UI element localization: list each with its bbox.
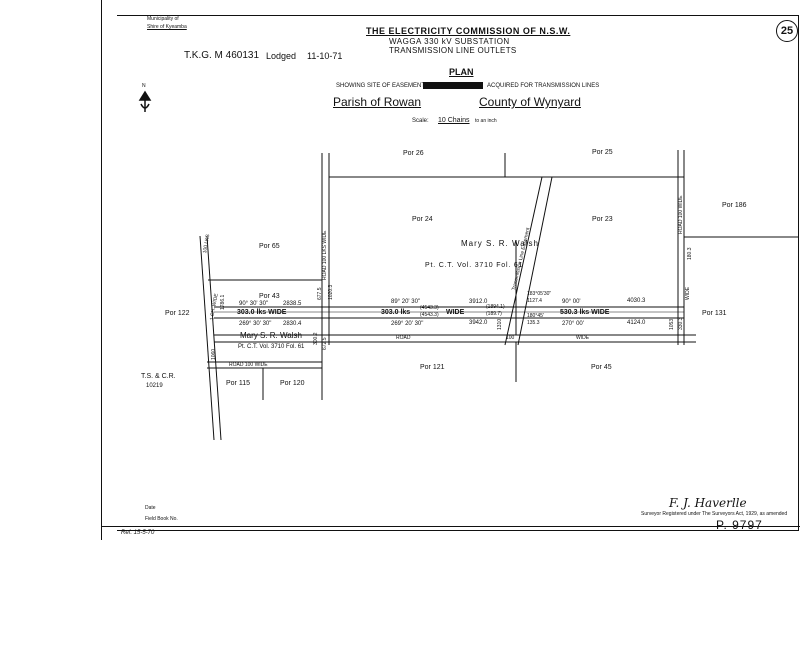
bearing-bot-mid: 269° 20' 30": [391, 321, 424, 327]
side-right-b: 1053: [669, 318, 675, 330]
side-mid-a: 1020.3: [328, 284, 334, 300]
road-bottom-left: ROAD 100 WIDE: [229, 362, 268, 368]
bearing-bot-left: 269° 30' 30": [239, 321, 272, 327]
owner-main: Mary S. R. Walsh: [461, 239, 539, 248]
portion-122: Por 122: [165, 310, 190, 317]
dist-bot-left: 2830.4: [283, 321, 302, 327]
road-100-mid: 100: [506, 335, 515, 341]
dist-top-mid: 3912.0: [469, 299, 488, 305]
showing-suffix: ACQUIRED FOR TRANSMISSION LINES: [487, 83, 600, 89]
side-e: 180.3: [687, 247, 693, 260]
portion-120: Por 120: [280, 380, 305, 387]
side-mid-b: 672.5: [322, 337, 328, 350]
road-vertical-label: ROAD 100 LKS WIDE: [322, 230, 328, 280]
margin-note: Ref. 15-5-70: [121, 530, 155, 536]
project-line-1: WAGGA 330 kV SUBSTATION: [389, 37, 510, 46]
showing-prefix: SHOWING SITE OF EASEMENT: [336, 83, 426, 89]
side-left-a: 1786.1: [220, 294, 226, 310]
side-d: 300.2: [313, 332, 319, 345]
mid-value-c: (1894.1): [486, 304, 505, 310]
lodged-reference: T.K.G. M 460131: [184, 50, 260, 61]
date-label: Date: [145, 505, 156, 511]
portion-24: Por 24: [412, 216, 433, 223]
road-right-vertical: ROAD 100 WIDE: [678, 195, 684, 234]
commission-title: THE ELECTRICITY COMMISSION OF N.S.W.: [366, 26, 571, 36]
owner-left: Mary S. R. Walsh: [240, 331, 302, 340]
mid-value-a: (4543.3): [420, 305, 439, 311]
bearing-bot-right: 270° 00': [562, 321, 584, 327]
mid-value-d: (189.7): [486, 311, 502, 317]
lodged-label: Lodged: [266, 51, 297, 61]
dist-bot-right: 4124.0: [627, 320, 646, 326]
plan-title: PLAN: [449, 67, 474, 77]
ct-main: Pt. C.T. Vol. 3710 Fol. 61: [425, 262, 524, 269]
side-c: 1310: [497, 318, 503, 330]
portion-186: Por 186: [722, 202, 747, 209]
bearing-top-left: 90° 30' 30": [239, 301, 269, 307]
redacted-text: [423, 82, 483, 89]
scale-label: Scale:: [412, 118, 429, 124]
sheet-number-badge: 25: [776, 20, 798, 42]
portion-23: Por 23: [592, 216, 613, 223]
dist-top-left: 2838.5: [283, 301, 302, 307]
easement-width-right: 530.3 lks WIDE: [560, 309, 610, 316]
surveyor-signature: F. J. Haverlle: [669, 496, 747, 510]
bottom-margin-line: [101, 526, 800, 527]
right-value-b: 1127.4: [527, 298, 542, 304]
road-w-right: WIDE: [685, 286, 691, 300]
portion-115: Por 115: [226, 380, 250, 387]
tsr-number: 10219: [146, 383, 163, 389]
municipality-label: Municipality of: [147, 16, 179, 22]
plan-frame: [117, 15, 799, 531]
bearing-top-right: 90° 00': [562, 299, 581, 305]
surveyor-text: Surveyor Registered under The Surveyors …: [641, 511, 788, 517]
portion-26: Por 26: [403, 150, 424, 157]
dist-top-right: 4030.3: [627, 298, 646, 304]
left-margin-line: [101, 0, 102, 540]
shire-label: Shire of Kyeamba: [147, 24, 187, 30]
road-main: ROAD: [396, 335, 411, 341]
right-value-d: 135.3: [527, 320, 540, 326]
portion-43: Por 43: [259, 293, 280, 300]
field-book-label: Field Book No.: [145, 516, 178, 522]
easement-width-left: 303.0 lks WIDE: [237, 309, 287, 316]
portion-121: Por 121: [420, 364, 445, 371]
side-left-b: 677.5: [317, 287, 323, 300]
right-value-c: 180°45': [527, 313, 544, 319]
road-wide: WIDE: [576, 335, 590, 341]
north-label: N: [142, 83, 146, 89]
right-value-a: 183°05'30": [527, 291, 552, 297]
easement-wide-mid: WIDE: [446, 309, 465, 316]
portion-25: Por 25: [592, 149, 613, 156]
lodged-date: 11-10-71: [307, 51, 343, 61]
dist-bot-mid: 3942.0: [469, 320, 488, 326]
mid-value-b: (4543.3): [420, 312, 439, 318]
north-arrow-icon: [138, 90, 152, 112]
project-line-2: TRANSMISSION LINE OUTLETS: [389, 46, 517, 55]
plan-number: P. 9797: [716, 518, 763, 532]
tsr-label: T.S. & C.R.: [141, 373, 176, 380]
easement-width-mid: 303.0 lks: [381, 309, 411, 316]
ct-left: Pt. C.T. Vol. 3710 Fol. 61: [238, 344, 305, 350]
portion-65: Por 65: [259, 243, 280, 250]
parish-name: Parish of Rowan: [333, 95, 422, 109]
side-f: 1060: [211, 348, 217, 360]
bearing-top-mid: 89° 20' 30": [391, 299, 421, 305]
side-right-a: 330.3: [678, 317, 684, 330]
scale-value: 10 Chains: [438, 117, 470, 124]
county-name: County of Wynyard: [479, 95, 581, 109]
portion-45: Por 45: [591, 364, 612, 371]
scale-suffix: to an inch: [475, 118, 497, 124]
portion-131: Por 131: [702, 310, 727, 317]
